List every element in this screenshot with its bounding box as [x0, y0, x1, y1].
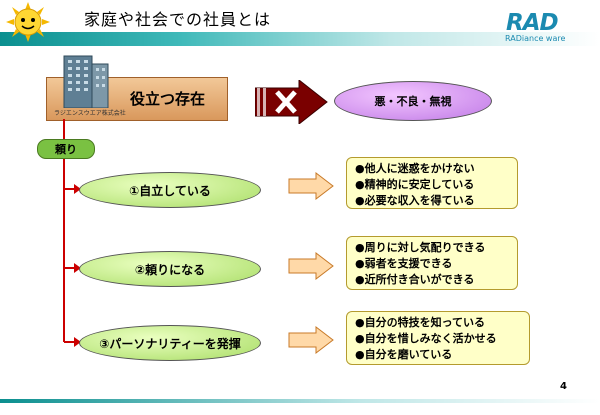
result-line: ●弱者を支援できる — [355, 257, 453, 270]
result-line: ●精神的に安定している — [355, 178, 475, 191]
item-ellipse-self-reliant: ①自立している — [79, 172, 261, 208]
negative-ellipse: 悪・不良・無視 — [334, 81, 492, 121]
page-number: 4 — [560, 381, 567, 392]
item-ellipse-personality: ③パーソナリティーを発揮 — [79, 325, 261, 361]
result-line: ●自分の特技を知っている — [355, 316, 486, 329]
result-box-personality: ●自分の特技を知っている ●自分を惜しみなく活かせる ●自分を磨いている — [346, 311, 530, 365]
result-line: ●自分を磨いている — [355, 348, 453, 361]
rad-logo: RAD — [506, 10, 559, 36]
result-line: ●周りに対し気配りできる — [355, 241, 486, 254]
result-arrow-icon — [288, 172, 334, 200]
negation-arrow-icon — [255, 80, 328, 124]
tayori-badge: 頼り — [37, 139, 95, 159]
role-label: 役立つ存在 — [130, 90, 206, 108]
result-line: ●他人に迷惑をかけない — [355, 162, 475, 175]
page-title: 家庭や社会での社員とは — [84, 10, 272, 29]
result-line: ●近所付き合いができる — [355, 273, 475, 286]
result-line: ●自分を惜しみなく活かせる — [355, 332, 497, 345]
result-box-self-reliant: ●他人に迷惑をかけない ●精神的に安定している ●必要な収入を得ている — [346, 157, 518, 209]
rad-logo-subtitle: RADiance ware — [505, 34, 566, 43]
result-arrow-icon — [288, 326, 334, 354]
sun-mascot-icon — [6, 2, 50, 42]
result-arrow-icon — [288, 252, 334, 280]
result-box-reliable: ●周りに対し気配りできる ●弱者を支援できる ●近所付き合いができる — [346, 236, 518, 290]
building-icon — [63, 55, 109, 108]
footer-bar — [0, 399, 600, 403]
item-ellipse-reliable: ②頼りになる — [79, 251, 261, 287]
result-line: ●必要な収入を得ている — [355, 194, 475, 207]
company-name: ラジエンスウエア株式会社 — [54, 110, 126, 117]
title-bar — [0, 32, 600, 46]
